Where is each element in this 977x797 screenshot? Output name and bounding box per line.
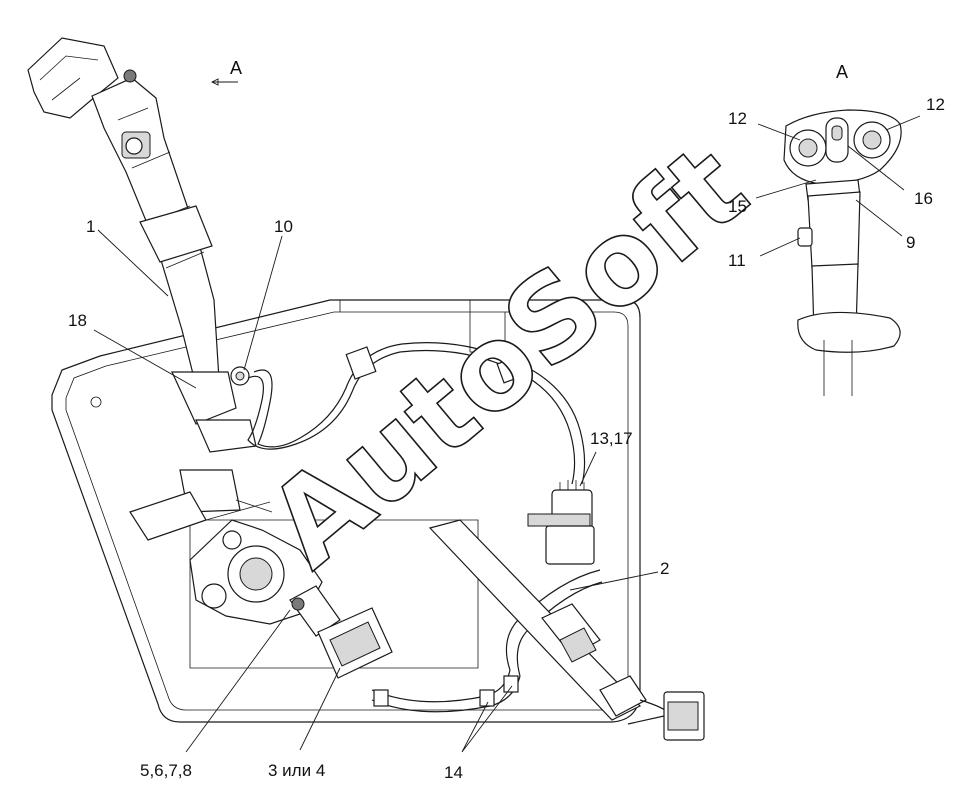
leader-lines: [93, 78, 921, 753]
control-lever: [27, 37, 221, 403]
watermark-text: AutoSoft: [243, 119, 772, 593]
connecting-rod: [428, 519, 669, 721]
detail-view-a: [783, 109, 902, 396]
callout-1: 1: [86, 217, 95, 236]
callout-12-right: 12: [926, 95, 945, 114]
callout-10: 10: [274, 217, 293, 236]
pivot-mechanism: [129, 366, 323, 625]
callout-2: 2: [660, 559, 669, 578]
micro-switch: [289, 585, 393, 679]
view-label-a: A: [230, 58, 242, 78]
plug-connector: [627, 691, 705, 741]
callout-3-or-4: 3 или 4: [268, 761, 325, 780]
callout-9: 9: [906, 233, 915, 252]
callout-18: 18: [68, 311, 87, 330]
callout-14: 14: [444, 763, 463, 782]
connector-13-17: [527, 480, 595, 565]
callout-11: 11: [728, 251, 746, 270]
detail-title-a: A: [836, 62, 848, 82]
callout-12-left: 12: [728, 109, 747, 128]
callout-13-17: 13,17: [590, 429, 633, 448]
callout-15: 15: [728, 197, 747, 216]
wiring-harness: [247, 342, 603, 713]
callout-16: 16: [914, 189, 933, 208]
callout-5-6-7-8: 5,6,7,8: [140, 761, 192, 780]
